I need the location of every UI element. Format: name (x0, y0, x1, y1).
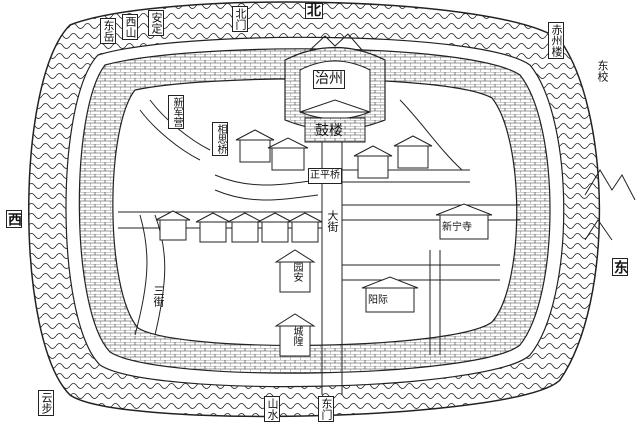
left-label-1: 东岳 (100, 18, 116, 44)
zhengping-bridge-label: 正平桥 (308, 168, 342, 184)
xiangsi-bridge-label: 相思桥 (212, 122, 228, 156)
third-street-label: 三街 (152, 285, 165, 307)
yangji-label: 阳际 (368, 295, 388, 306)
xinjunying-label: 新军营 (168, 95, 184, 129)
xinning-temple-label: 新宁寺 (442, 222, 472, 233)
streets (118, 99, 520, 395)
top-name-plaque: 治州 (313, 70, 345, 89)
east-marker: 东 (612, 258, 628, 276)
bottom-label-1: 云步 (38, 390, 54, 416)
left-label-2: 西山 (122, 14, 138, 40)
dongxiao-label: 东校 (596, 60, 609, 82)
drum-tower-label: 鼓楼 (315, 123, 343, 139)
north-marker: 北 (305, 3, 323, 19)
great-street-label: 大街 (326, 210, 339, 232)
yuanan-label: 园安 (291, 262, 302, 282)
drum-tower (299, 99, 371, 143)
chizhou-tower-label: 赤州楼 (548, 22, 564, 59)
chenghuang-label: 城隍 (291, 326, 302, 346)
left-label-3: 安定 (148, 10, 164, 36)
left-label-4: 北门 (232, 6, 248, 32)
bottom-label-3: 东门 (318, 396, 334, 422)
east-mountains (584, 169, 636, 241)
buildings (155, 129, 493, 357)
west-marker: 西 (6, 210, 22, 228)
bottom-label-2: 山水 (264, 396, 280, 422)
